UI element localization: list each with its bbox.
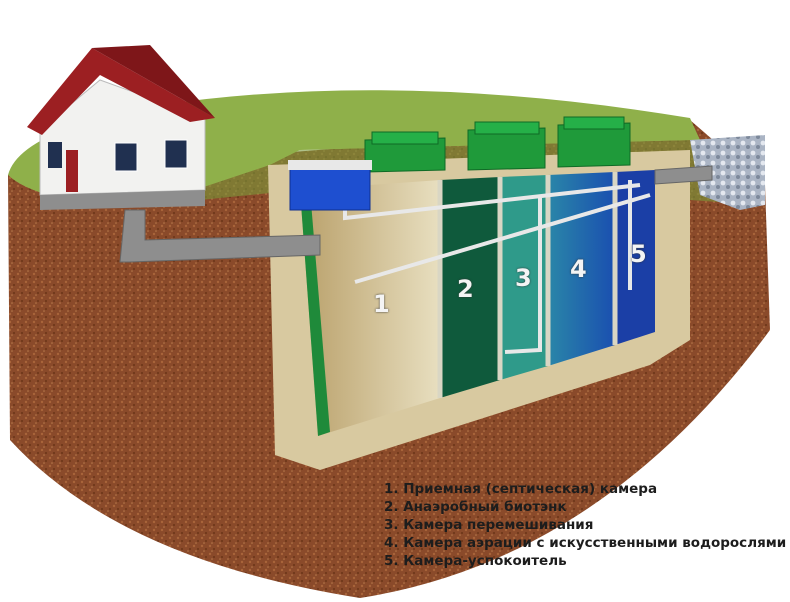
legend-item: 5. Камера-успокоитель bbox=[384, 553, 567, 569]
legend-item: 2. Анаэробный биотэнк bbox=[384, 499, 567, 515]
outlet-pipe bbox=[654, 165, 713, 185]
chamber-4-label: 4 bbox=[570, 255, 587, 283]
compressor-box bbox=[289, 167, 371, 211]
chamber-2-label: 2 bbox=[457, 275, 474, 303]
gravel-bed bbox=[690, 135, 765, 210]
chamber-2 bbox=[440, 177, 500, 398]
legend-item: 4. Камера аэрации с искусственными водор… bbox=[384, 535, 787, 551]
chamber-3 bbox=[500, 175, 548, 380]
chamber-1 bbox=[300, 180, 440, 436]
chamber-5 bbox=[615, 170, 655, 345]
chamber-3-label: 3 bbox=[515, 264, 532, 292]
tank-lids bbox=[364, 116, 631, 173]
inlet-pipe bbox=[119, 209, 321, 263]
legend-item: 3. Камера перемешивания bbox=[384, 517, 594, 533]
house bbox=[27, 45, 215, 210]
chamber-1-label: 1 bbox=[373, 290, 390, 318]
legend: 1. Приемная (септическая) камера 2. Анаэ… bbox=[384, 480, 786, 570]
legend-item: 1. Приемная (септическая) камера bbox=[384, 481, 658, 497]
chamber-5-label: 5 bbox=[630, 240, 647, 268]
